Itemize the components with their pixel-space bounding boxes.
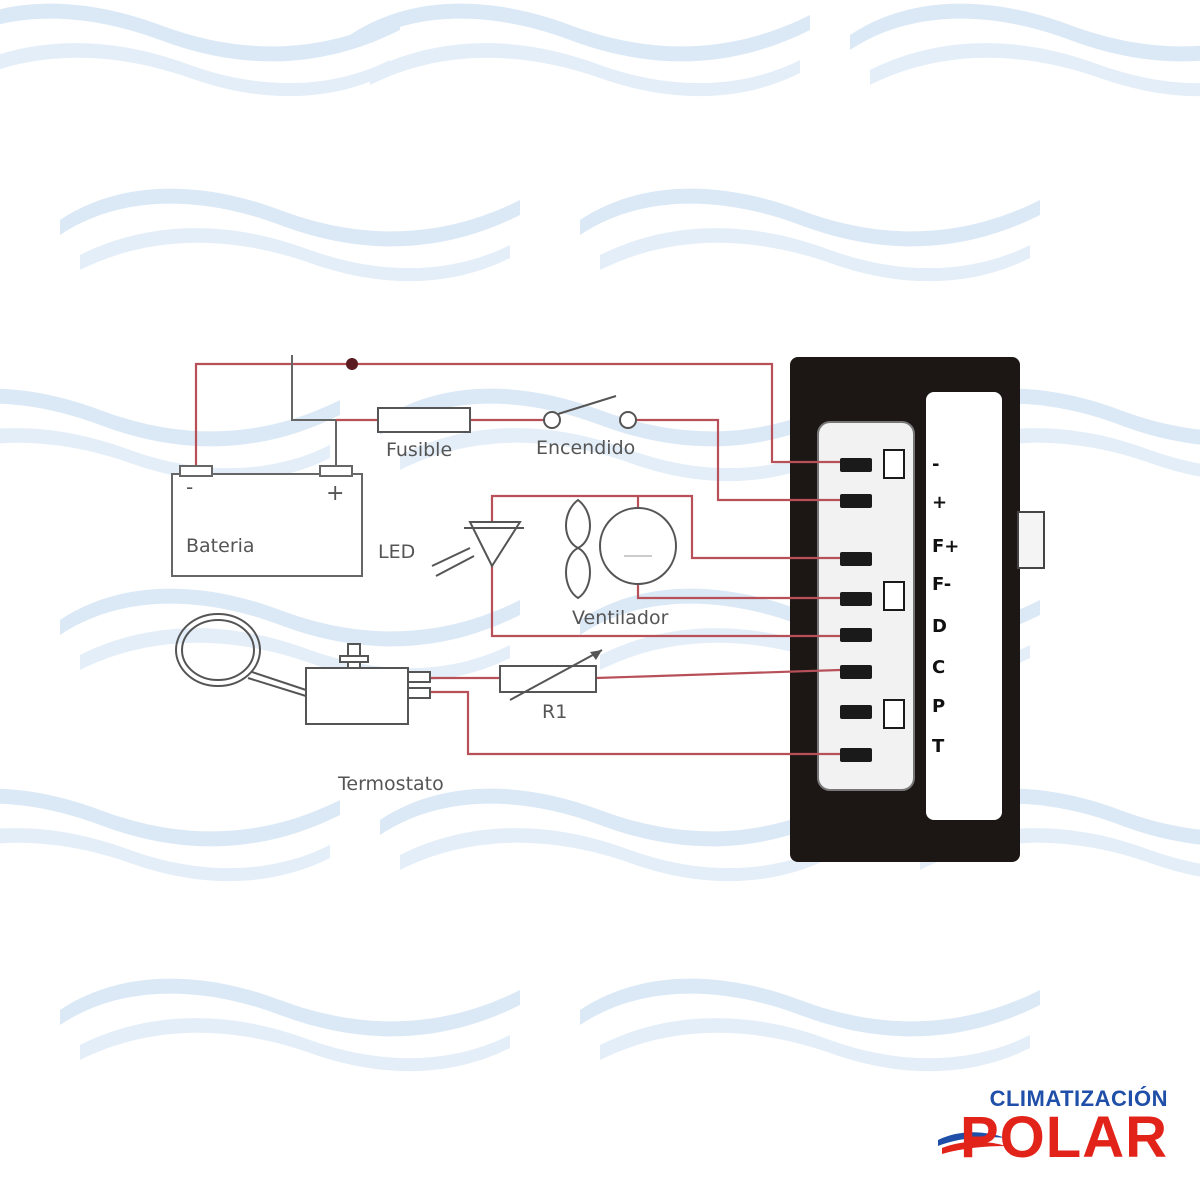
encendido-label: Encendido: [536, 437, 635, 459]
pin-label-plus: +: [932, 492, 947, 513]
module-tab: [1017, 511, 1045, 569]
thermostat-symbol: [175, 613, 431, 725]
termostato-label: Termostato: [337, 773, 444, 795]
logo-swoosh-icon: [938, 1132, 1006, 1154]
resistor-r1-symbol: [499, 649, 603, 701]
pin-slots: [840, 449, 905, 762]
pin-label-f-minus: F-: [932, 574, 951, 595]
logo-text-polar: POLAR: [960, 1105, 1168, 1170]
pin-label-f-plus: F+: [932, 536, 959, 557]
fusible-label: Fusible: [386, 439, 452, 461]
led-symbol: [431, 521, 524, 577]
battery-plus-sign: +: [326, 481, 344, 506]
pin-label-d: D: [932, 616, 947, 637]
switch-symbol: [543, 395, 637, 429]
logo-text-climatizacion: CLIMATIZACIÓN: [989, 1086, 1168, 1111]
led-label: LED: [378, 541, 415, 563]
pin-label-p: P: [932, 696, 945, 717]
climatizacion-polar-logo: CLIMATIZACIÓN POLAR: [928, 1086, 1168, 1176]
fan-symbol: [565, 498, 677, 600]
bateria-label: Bateria: [186, 535, 255, 557]
fuse-symbol: [377, 407, 471, 433]
r1-label: R1: [542, 701, 567, 723]
pin-label-c: C: [932, 657, 945, 678]
pin-label-strip: [926, 392, 1002, 820]
pin-label-t: T: [932, 736, 945, 757]
battery-symbol: [171, 465, 363, 577]
pin-label-minus: -: [932, 454, 939, 475]
battery-minus-sign: -: [186, 475, 193, 499]
ventilador-label: Ventilador: [572, 607, 669, 629]
